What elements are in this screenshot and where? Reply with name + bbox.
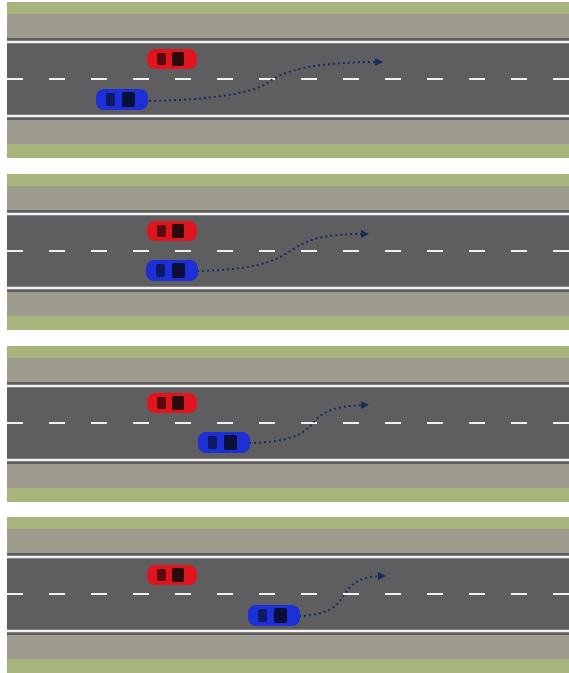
blue-car-icon (146, 260, 198, 281)
red-car-icon (147, 393, 197, 413)
red-car-icon (147, 221, 197, 241)
road-scene-2 (7, 174, 569, 330)
gravel-shoulder-top (7, 529, 569, 553)
road-scene-4 (7, 517, 569, 673)
gravel-shoulder-top (7, 186, 569, 210)
gravel-shoulder-bottom (7, 120, 569, 144)
blue-car-icon (248, 605, 300, 626)
gravel-shoulder-top (7, 14, 569, 38)
gravel-shoulder-bottom (7, 292, 569, 316)
scene-panel-2 (7, 174, 569, 330)
road-scene-3 (7, 346, 569, 502)
scene-panel-1 (7, 2, 569, 158)
gravel-shoulder-bottom (7, 635, 569, 659)
scene-panel-4 (7, 517, 569, 673)
red-car-icon (147, 49, 197, 69)
blue-car-icon (198, 432, 250, 453)
gravel-shoulder-bottom (7, 464, 569, 488)
gravel-shoulder-top (7, 358, 569, 382)
scene-panel-3 (7, 346, 569, 502)
road-scene-1 (7, 2, 569, 158)
red-car-icon (147, 565, 197, 585)
blue-car-icon (96, 89, 148, 110)
